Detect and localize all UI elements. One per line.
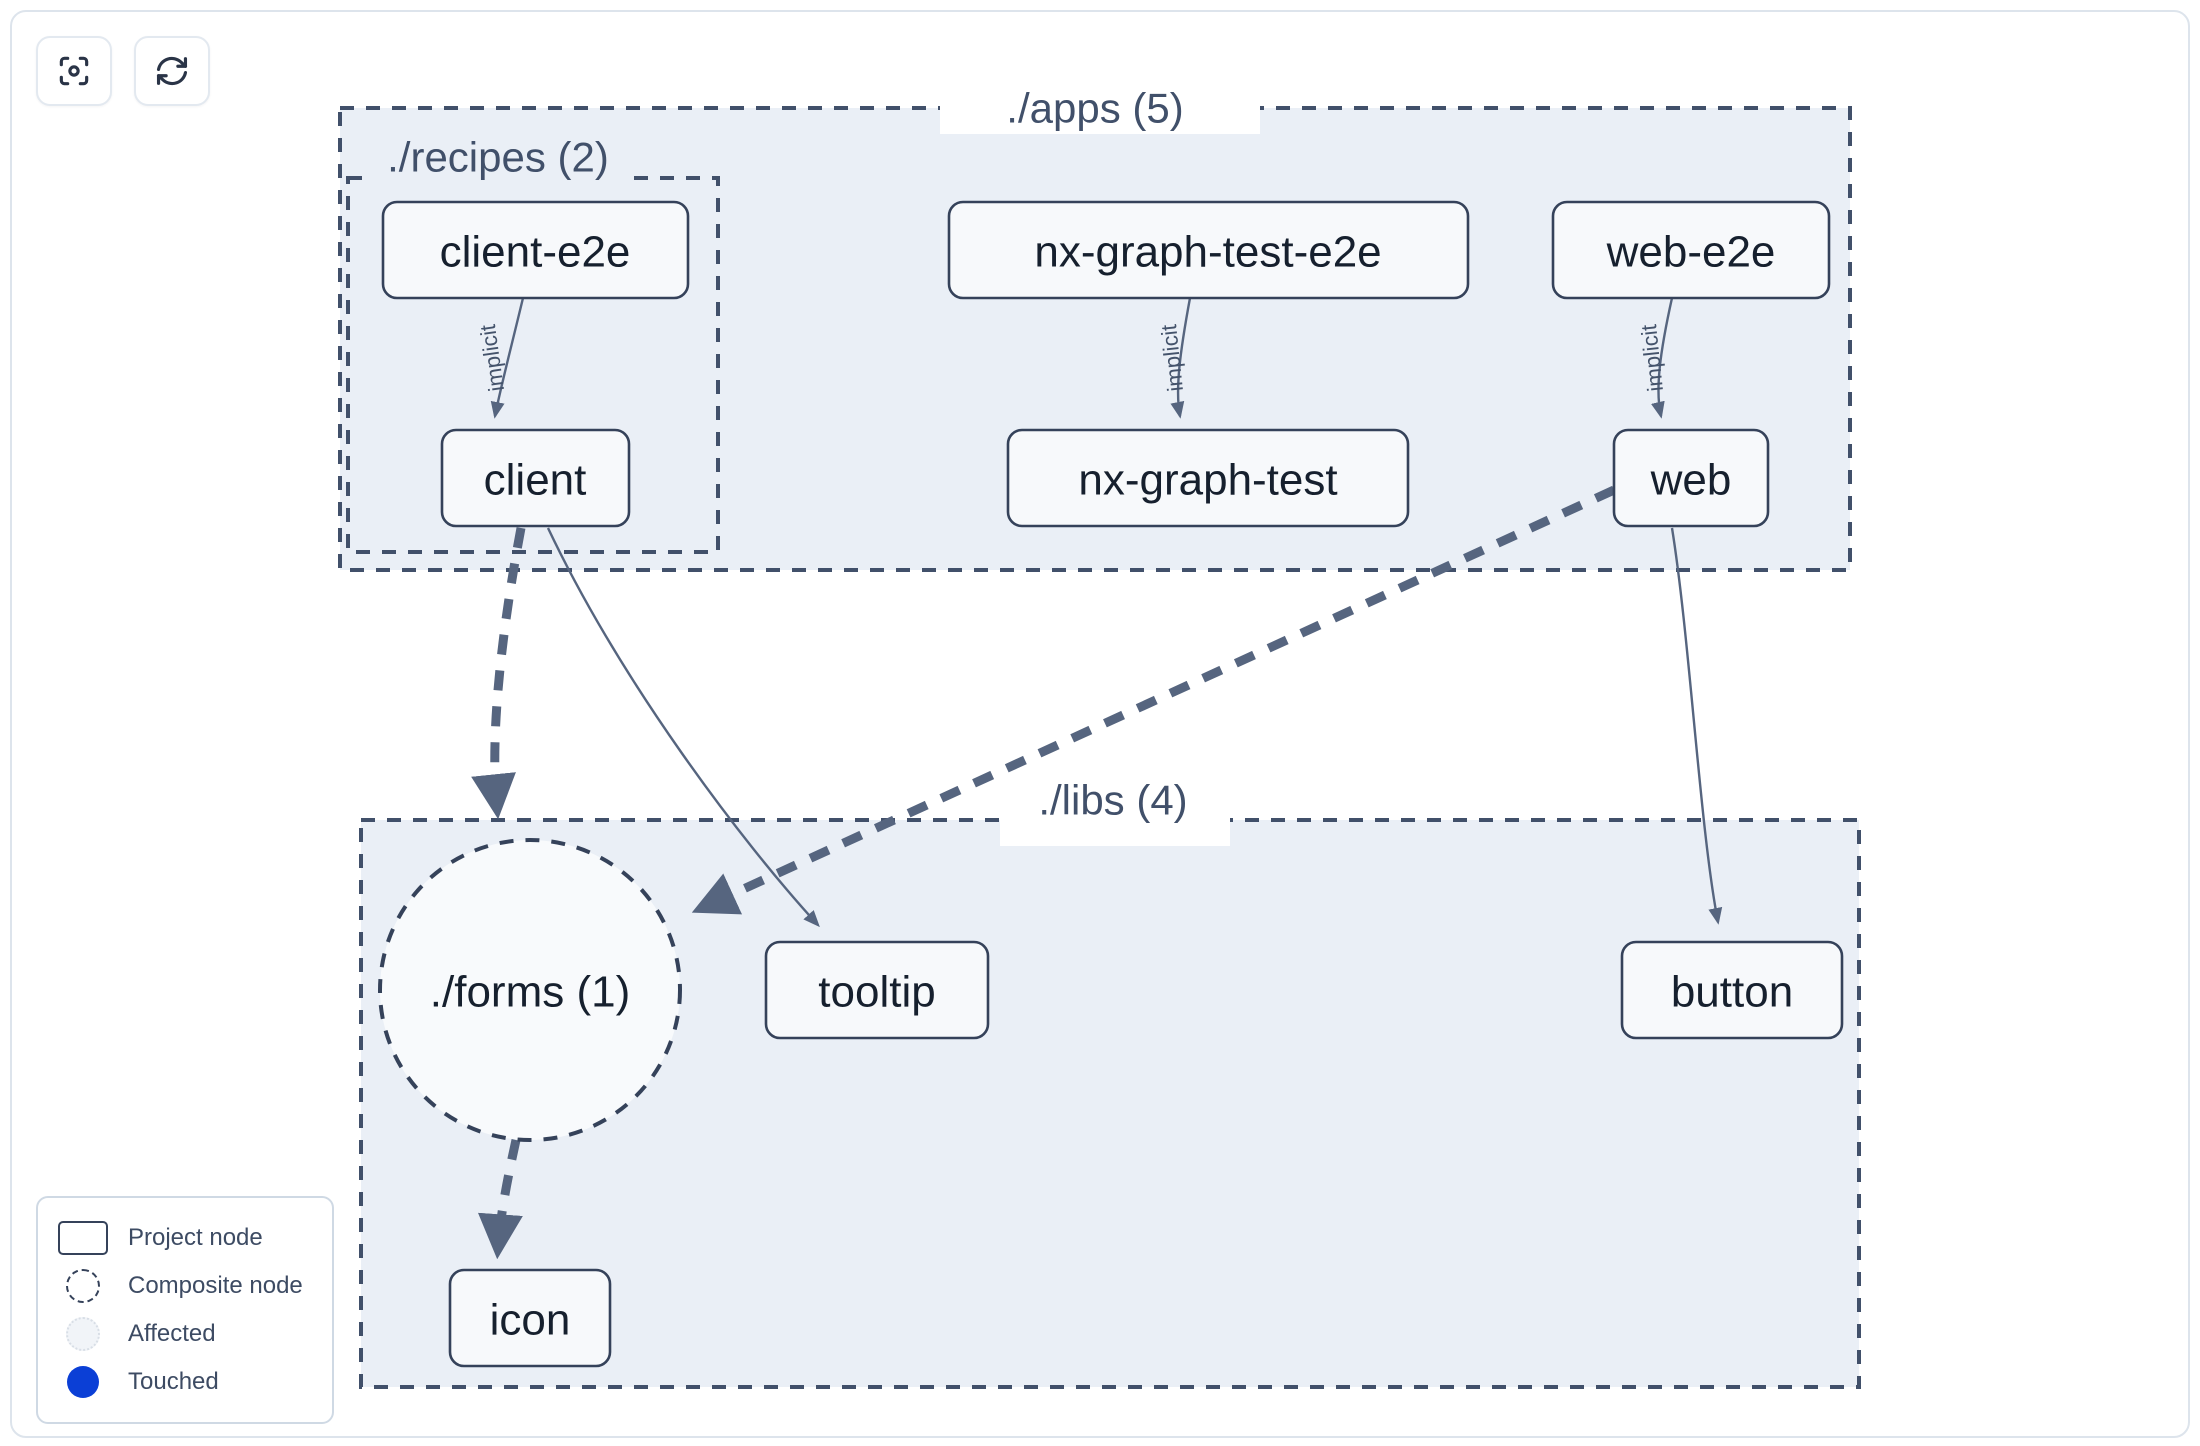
focus-graph-button[interactable] [36,36,112,106]
legend-label-composite-node: Composite node [128,1272,303,1299]
node-label-forms: ./forms (1) [430,968,630,1017]
edge-web-to-button[interactable] [1670,527,1723,925]
edge-web-to-forms[interactable] [691,485,1616,915]
node-icon[interactable]: icon [448,1268,612,1368]
graph-legend: Project node Composite node Affected Tou… [36,1196,334,1424]
composite-node-swatch [56,1269,110,1303]
legend-item-project-node: Project node [56,1214,314,1262]
legend-label-project-node: Project node [128,1224,263,1251]
node-button[interactable]: button [1620,940,1844,1040]
graph-toolbar [36,36,210,106]
node-label-client: client [484,456,587,505]
group-recipes-label: ./recipes (2) [387,134,609,181]
node-web-e2e[interactable]: web-e2e [1551,200,1831,300]
node-client[interactable]: client [440,428,631,528]
group-apps-label: ./apps (5) [1006,85,1183,132]
node-label-web: web [1650,456,1732,505]
affected-swatch [56,1317,110,1351]
node-label-nx-graph-test: nx-graph-test [1078,456,1337,505]
edge-client-to-tooltip[interactable] [546,527,820,928]
project-node-swatch [56,1221,110,1255]
legend-label-affected: Affected [128,1320,216,1347]
node-nx-graph-test-e2e[interactable]: nx-graph-test-e2e [947,200,1470,300]
touched-swatch [56,1366,110,1398]
refresh-icon [153,52,191,90]
legend-label-touched: Touched [128,1368,219,1395]
focus-target-icon [55,52,93,90]
node-client-e2e[interactable]: client-e2e [381,200,690,300]
edge-client-to-forms[interactable] [471,527,526,820]
edge-nxgraphteste2e-to-nxgraphtest[interactable]: implicit [1156,297,1192,419]
node-web[interactable]: web [1612,428,1770,528]
legend-item-affected: Affected [56,1310,314,1358]
node-label-tooltip: tooltip [818,968,935,1017]
group-libs-label: ./libs (4) [1038,777,1187,824]
legend-item-touched: Touched [56,1358,314,1406]
legend-item-composite-node: Composite node [56,1262,314,1310]
node-label-client-e2e: client-e2e [440,228,631,277]
refresh-graph-button[interactable] [134,36,210,106]
node-label-web-e2e: web-e2e [1606,228,1776,277]
node-label-button: button [1671,968,1793,1017]
node-forms-composite[interactable]: ./forms (1) [378,838,682,1142]
node-nx-graph-test[interactable]: nx-graph-test [1006,428,1410,528]
node-tooltip[interactable]: tooltip [764,940,990,1040]
edge-forms-to-icon[interactable] [477,1139,523,1260]
node-label-icon: icon [490,1296,571,1345]
node-label-nx-graph-test-e2e: nx-graph-test-e2e [1034,228,1381,277]
